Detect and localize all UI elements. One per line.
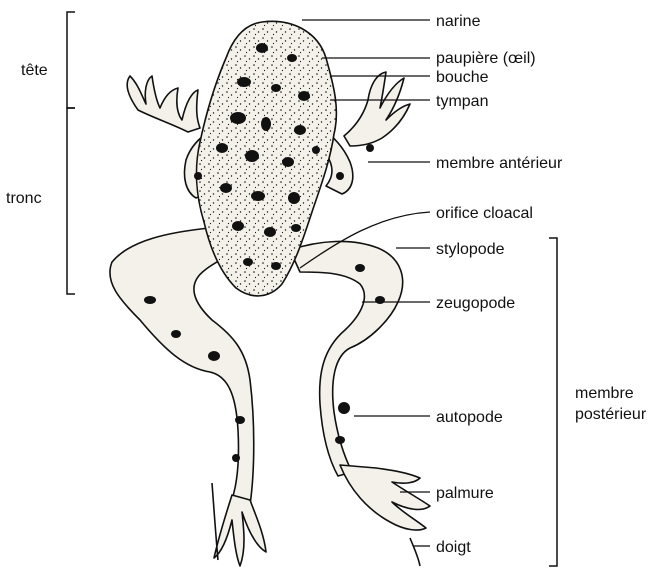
label-head: tête (21, 62, 48, 79)
label-nostril: narine (436, 13, 481, 30)
label-stylopod: stylopode (436, 241, 505, 258)
label-forelimb: membre antérieur (436, 155, 563, 172)
part-labels: narine paupière (œil) bouche tympan memb… (436, 13, 563, 556)
label-tympanum: tympan (436, 93, 488, 110)
bracket-hind-limb (549, 238, 557, 566)
label-web: palmure (436, 485, 494, 502)
bracket-trunk (67, 108, 75, 294)
label-mouth: bouche (436, 69, 489, 86)
label-cloacal-opening: orifice cloacal (436, 205, 533, 222)
label-hind-limb-line2: postérieur (575, 406, 647, 423)
label-eyelid: paupière (œil) (436, 50, 536, 67)
right-hind-leg (290, 241, 430, 566)
label-hind-limb-line1: membre (575, 385, 634, 402)
label-trunk: tronc (6, 190, 42, 207)
label-autopod: autopode (436, 409, 503, 426)
label-digit: doigt (436, 539, 471, 556)
frog-illustration (110, 21, 430, 566)
bracket-head (67, 12, 75, 108)
label-zeugopod: zeugopode (436, 295, 515, 312)
